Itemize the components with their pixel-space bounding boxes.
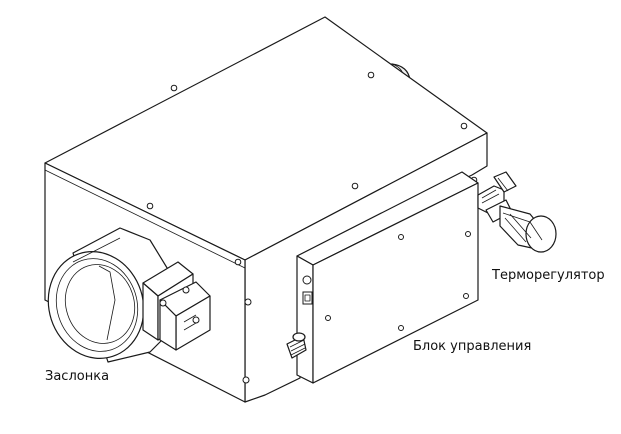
indicator-lamp bbox=[302, 275, 312, 285]
thermoregulator-label: Терморегулятор bbox=[492, 268, 605, 283]
control-unit bbox=[286, 171, 479, 384]
cable-gland bbox=[286, 332, 307, 359]
thermoregulator bbox=[477, 171, 557, 253]
damper-label: Заслонка bbox=[45, 369, 110, 384]
thermoregulator-knob bbox=[525, 215, 557, 253]
control-unit-front bbox=[296, 255, 314, 384]
damper-duct bbox=[47, 227, 173, 363]
power-switch bbox=[302, 291, 313, 305]
damper-actuator bbox=[142, 261, 211, 351]
control-unit-label: Блок управления bbox=[413, 339, 532, 354]
duct-flange bbox=[47, 251, 145, 359]
control-unit-side bbox=[312, 182, 479, 384]
